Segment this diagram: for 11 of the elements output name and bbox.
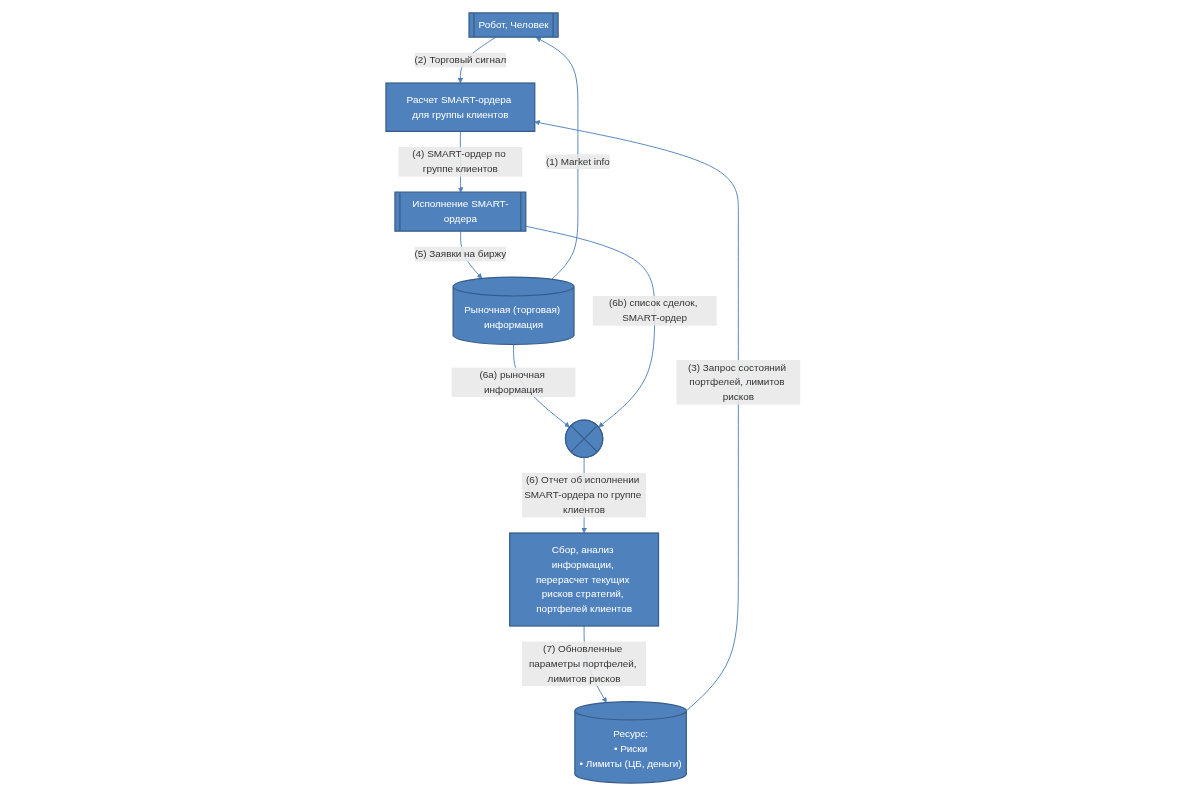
edge-label: (4) SMART-ордер по группе клиентов	[412, 148, 506, 175]
edge-label: (6a) рыночная информация	[479, 369, 545, 395]
edge-label: (3) Запрос состояний портфелей, лимитов рисков	[687, 361, 786, 403]
edge-label: (5) Заявки на биржу	[414, 248, 507, 260]
edge-label: (2) Торговый сигнал	[414, 54, 507, 66]
edge-label: (7) Обновленные параметры портфелей, лимитов рисков	[528, 643, 637, 684]
edge-label: (1) Market info	[545, 156, 610, 167]
node-box: Расчет SMART-ордера для группы клиентов	[385, 82, 536, 132]
edge-label: (6b) список сделок, SMART-ордер	[608, 297, 698, 324]
node-box: Сбор, анализ информации, перерасчет текущих рисков стратегий, портфелей клиентов	[508, 532, 659, 627]
edge-label: (6) Отчет об исполнении SMART-ордера по группе клиентов	[524, 474, 642, 516]
